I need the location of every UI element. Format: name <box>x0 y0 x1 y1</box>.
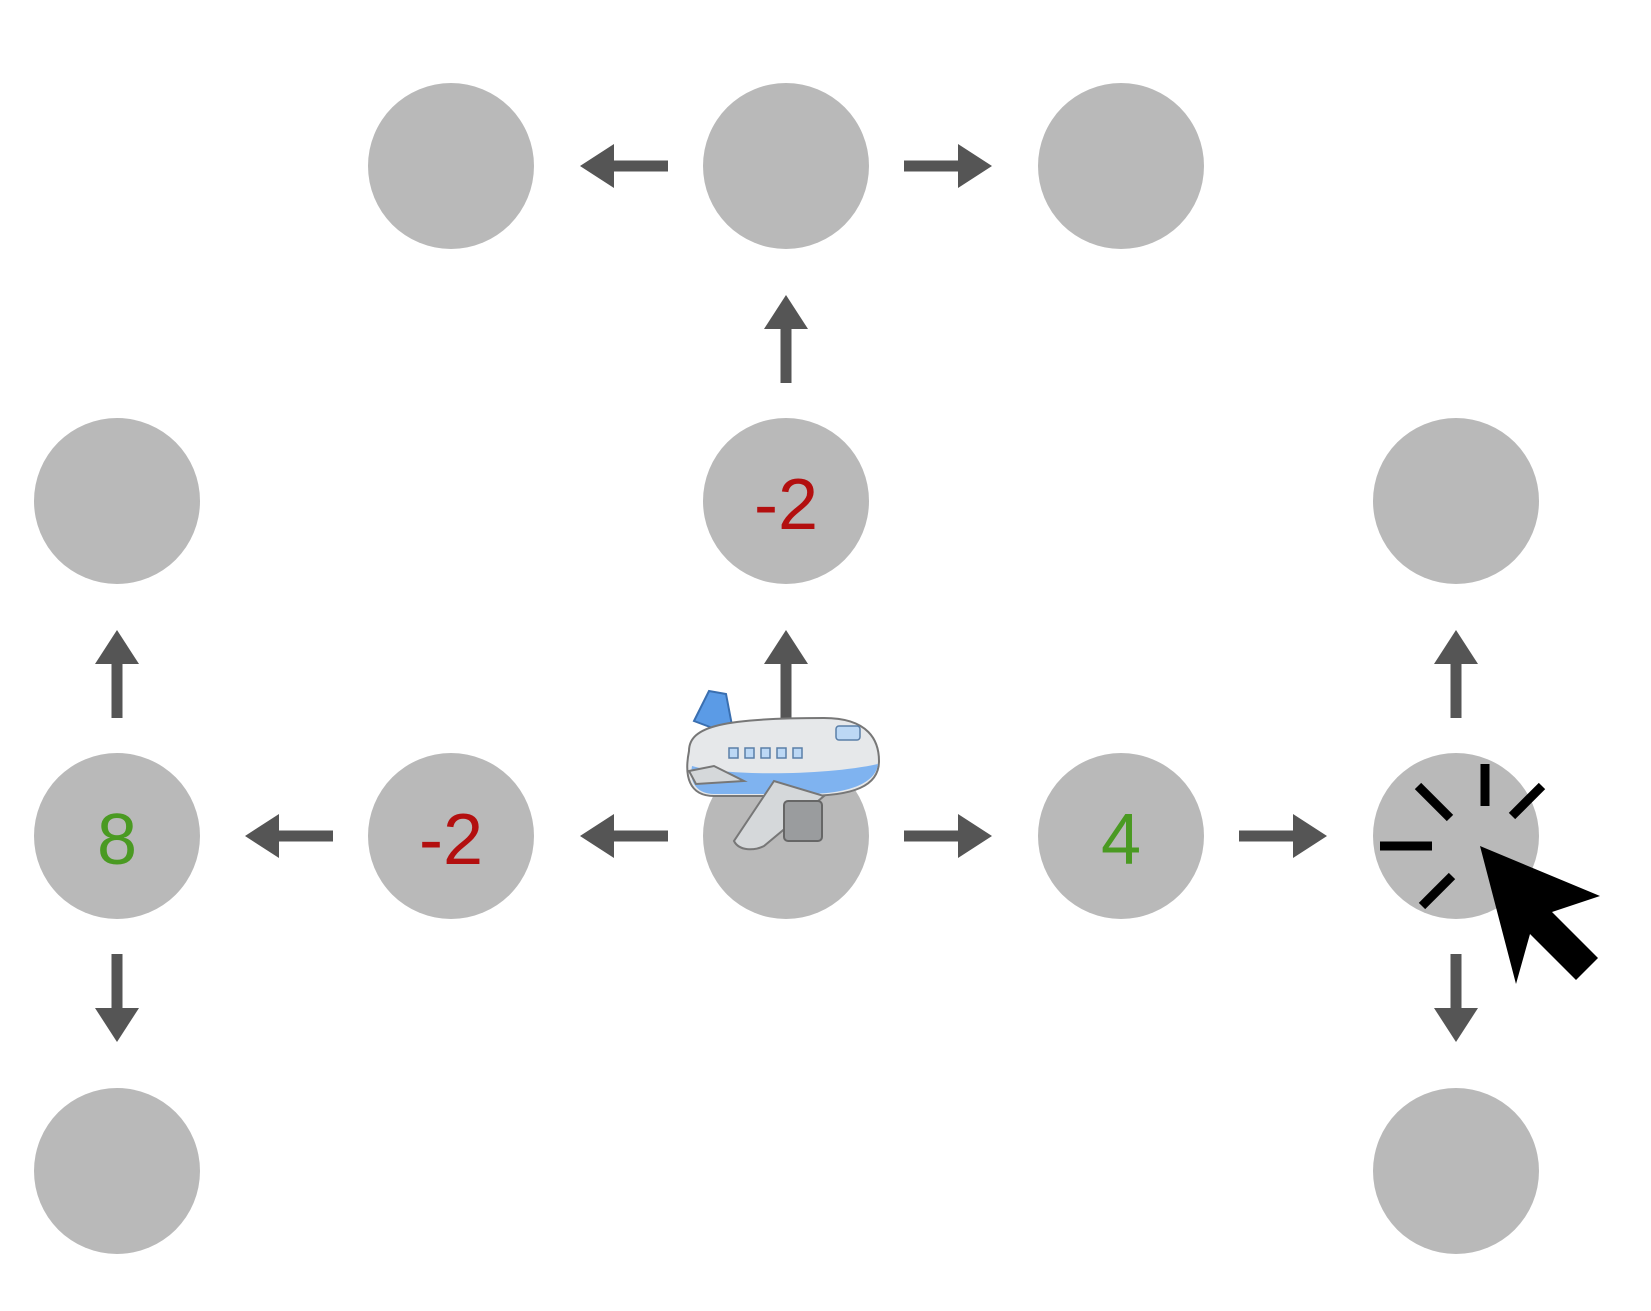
edges-layer <box>95 144 1478 1042</box>
node-circle[interactable] <box>703 418 869 584</box>
node-circle[interactable] <box>1373 1088 1539 1254</box>
edge-arrow-start-to-mid-center <box>764 630 808 718</box>
overlay-layer <box>686 689 1600 984</box>
node-value-label: 4 <box>1101 800 1141 880</box>
node-bottom-left[interactable] <box>34 1088 200 1254</box>
node-mid-right[interactable] <box>1373 418 1539 584</box>
node-circle[interactable] <box>703 83 869 249</box>
node-circle[interactable] <box>34 753 200 919</box>
edge-arrow-start-to-row-left <box>580 814 668 858</box>
edge-arrow-start-to-row-right <box>904 814 992 858</box>
node-circle[interactable] <box>368 753 534 919</box>
edge-arrow-row-left-to-row-far-left <box>245 814 333 858</box>
edge-arrow-mid-center-to-top-center <box>764 295 808 383</box>
node-value-label: -2 <box>419 800 483 880</box>
edge-arrow-row-far-left-to-bottom-left <box>95 954 139 1042</box>
edge-arrow-row-far-right-to-bottom-right <box>1434 954 1478 1042</box>
node-mid-left[interactable] <box>34 418 200 584</box>
airplane-icon <box>686 689 881 851</box>
node-circle[interactable] <box>34 418 200 584</box>
edge-arrow-top-center-to-top-left <box>580 144 668 188</box>
mouse-pointer-click-icon <box>1380 764 1600 984</box>
node-row-right[interactable]: 4 <box>1038 753 1204 919</box>
node-bottom-right[interactable] <box>1373 1088 1539 1254</box>
node-row-far-left[interactable]: 8 <box>34 753 200 919</box>
node-circle[interactable] <box>368 83 534 249</box>
node-circle[interactable] <box>34 1088 200 1254</box>
node-row-left[interactable]: -2 <box>368 753 534 919</box>
node-top-center[interactable] <box>703 83 869 249</box>
edge-arrow-row-right-to-row-far-right <box>1239 814 1327 858</box>
node-top-left[interactable] <box>368 83 534 249</box>
node-top-right[interactable] <box>1038 83 1204 249</box>
edge-arrow-top-center-to-top-right <box>904 144 992 188</box>
node-value-label: 8 <box>97 800 137 880</box>
edge-arrow-row-far-right-to-mid-right <box>1434 630 1478 718</box>
node-circle[interactable] <box>1038 83 1204 249</box>
node-value-label: -2 <box>754 465 818 545</box>
node-mid-center[interactable]: -2 <box>703 418 869 584</box>
node-circle[interactable] <box>1038 753 1204 919</box>
edge-arrow-row-far-left-to-mid-left <box>95 630 139 718</box>
node-circle[interactable] <box>1373 418 1539 584</box>
